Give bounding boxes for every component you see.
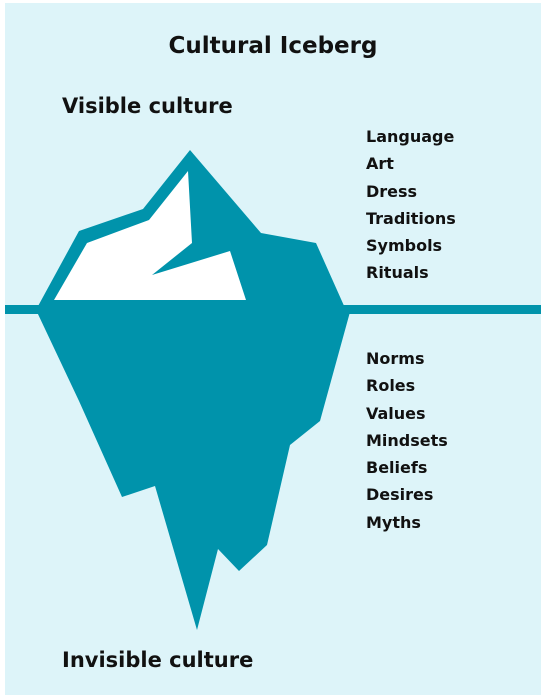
invisible-item: Values (366, 403, 426, 423)
visible-culture-heading: Visible culture (62, 94, 233, 118)
invisible-culture-list: Norms Roles Values Mindsets Beliefs Desi… (366, 345, 448, 536)
invisible-culture-heading: Invisible culture (62, 648, 254, 672)
waterline (5, 305, 541, 314)
iceberg-body (37, 312, 350, 630)
invisible-item: Norms (366, 349, 425, 368)
visible-item: Symbols (366, 236, 443, 256)
visible-item: Rituals (366, 263, 429, 283)
iceberg-graphic (5, 150, 541, 630)
visible-item: Art (366, 154, 394, 174)
visible-culture-list: Language Art Dress Traditions Symbols Ri… (366, 123, 456, 287)
invisible-item: Roles (366, 376, 416, 396)
iceberg-diagram: Cultural Iceberg Visible culture Languag… (5, 3, 541, 695)
invisible-item: Desires (366, 485, 434, 505)
invisible-item: Mindsets (366, 430, 448, 450)
visible-item: Dress (366, 181, 418, 201)
visible-item: Traditions (366, 208, 456, 228)
invisible-item: Beliefs (366, 458, 428, 478)
invisible-item: Myths (366, 512, 421, 532)
visible-item: Language (366, 127, 455, 146)
diagram-title: Cultural Iceberg (168, 33, 378, 59)
iceberg-highlight (54, 171, 246, 300)
